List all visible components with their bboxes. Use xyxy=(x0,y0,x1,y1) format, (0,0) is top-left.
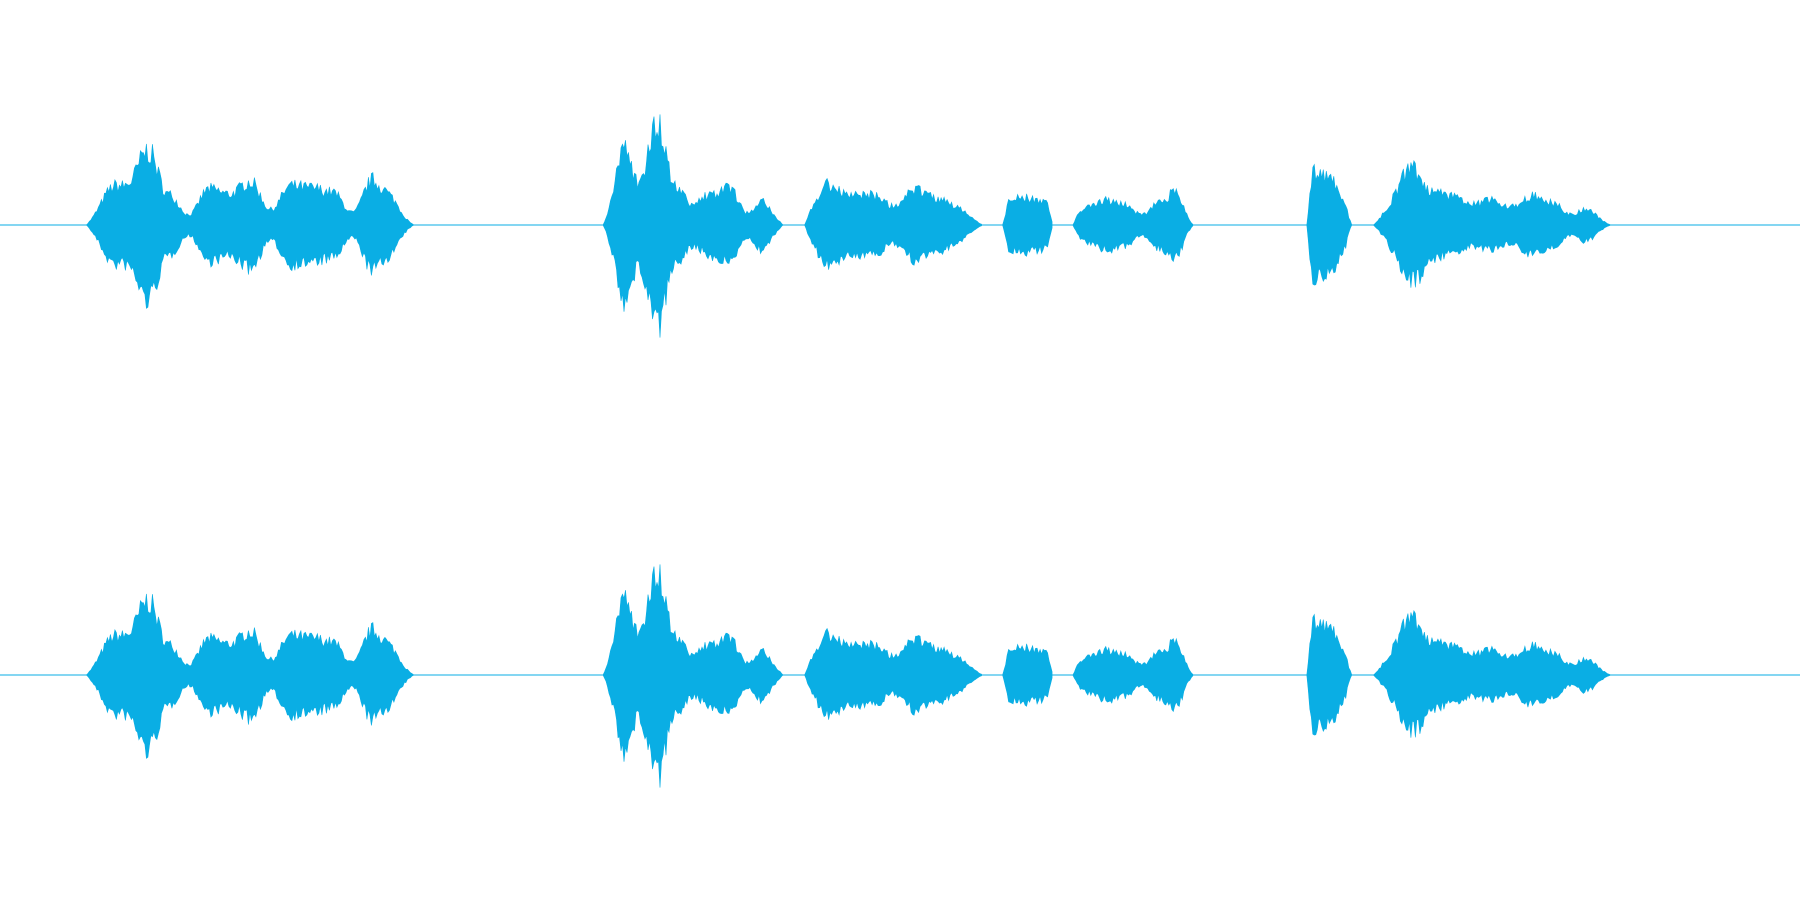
waveform-segment xyxy=(602,564,784,788)
waveform-segment xyxy=(85,593,414,759)
waveform-segment xyxy=(804,627,982,720)
waveform-segment xyxy=(1072,187,1194,263)
waveform-segment xyxy=(1002,193,1053,257)
waveform-segment xyxy=(804,177,982,270)
waveform-segment xyxy=(1306,163,1353,286)
waveform-channels xyxy=(0,114,1800,788)
waveform-segment xyxy=(1372,159,1611,288)
waveform-segment xyxy=(1002,643,1053,707)
channel-1 xyxy=(0,114,1800,338)
waveform-segment xyxy=(1306,613,1353,736)
waveform-segment xyxy=(1072,637,1194,713)
waveform-segment xyxy=(85,143,414,309)
waveform-segment xyxy=(602,114,784,338)
waveform-segment xyxy=(1372,609,1611,738)
channel-2 xyxy=(0,564,1800,788)
